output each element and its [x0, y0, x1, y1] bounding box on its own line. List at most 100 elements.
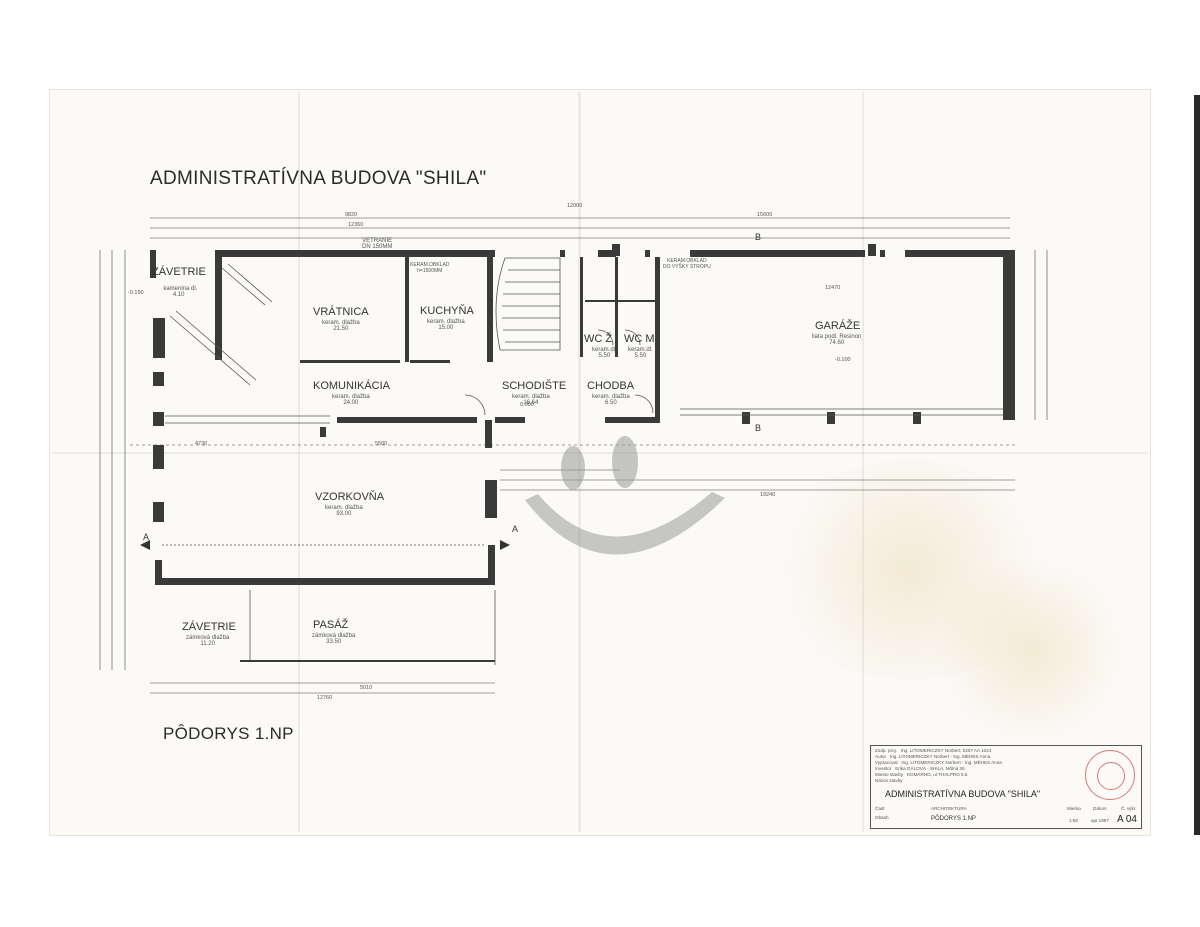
room-area-kuchyna: keram. dlažba 15.00 [427, 319, 465, 331]
column [913, 412, 921, 424]
room-area-pasaz: zámková dlažba 33.50 [312, 633, 356, 645]
wall [150, 250, 156, 278]
dimension-text: 9820 [345, 212, 358, 218]
dimension-text: 4730 [195, 441, 208, 447]
title-block-project: ADMINISTRATÍVNA BUDOVA "SHILA" [885, 789, 1041, 799]
column [153, 318, 165, 358]
watermark-smile [525, 492, 725, 555]
wall [240, 660, 495, 662]
room-label-garaze: GARÁŽE [815, 320, 861, 332]
title-block-no-label: Č. výkr. [1121, 806, 1137, 811]
level-mark: -0.150 [128, 290, 144, 296]
dimension-text: 19240 [760, 492, 776, 498]
room-label-zavetrie-1: ZÁVETRIE [152, 266, 206, 278]
fold-line [862, 92, 864, 832]
title-block-scale: 1:50 [1069, 818, 1078, 823]
title-block-sheet-number: A 04 [1116, 814, 1137, 825]
wall [337, 417, 477, 423]
watermark [525, 436, 725, 555]
title-block-row: Zodp. proj. Ing. LITOMERICZKY Norbert, 0… [875, 748, 992, 753]
staircase-outline [495, 257, 561, 351]
wall [300, 360, 400, 363]
glazing-line [175, 310, 257, 381]
wall [410, 360, 450, 363]
column [868, 244, 876, 256]
stamp-seal [1097, 762, 1125, 790]
title-block-row: Investor Erika GÁLOVÁ - SHILA, Môlná 36 [875, 766, 965, 771]
room-label-zavetrie-2: ZÁVETRIE [182, 621, 236, 633]
door-swing [597, 329, 614, 346]
level-mark: -0.100 [835, 357, 851, 363]
floor-plan-title: PÔDORYS 1.NP [163, 724, 294, 743]
dimension-text: 5010 [360, 685, 373, 691]
wall [155, 578, 495, 585]
dimension-text: 15600 [757, 212, 773, 218]
wall [655, 257, 660, 417]
section-arrow [140, 540, 150, 550]
fold-line [298, 92, 300, 832]
room-area-zavetrie-2: zámková dlažba 11.20 [186, 635, 230, 647]
column [153, 372, 164, 386]
dimension-text: 5500 [375, 441, 388, 447]
title-block-row: Miesto stavby KOMÁRNO, ul.THALPRO 5.5 [875, 772, 968, 777]
title-block-scale-label: Mierka [1067, 806, 1081, 811]
title-block-row: Vypracoval Ing. LITOMERICZKY Norbert - I… [875, 760, 1002, 765]
fold-line [52, 452, 1147, 454]
title-block-row: Názov stavby [875, 778, 903, 783]
note-tiles-wc: KERAM.OBKLAD DO VÝŠKY STROPU [663, 258, 711, 270]
room-label-wc-z: WC Ž [584, 333, 613, 345]
wall [488, 545, 495, 585]
wall [485, 420, 492, 448]
level-mark: 0.000 [520, 402, 534, 408]
wall [560, 250, 565, 257]
room-area-wc-z: keram.dl. 5.50 [592, 347, 617, 359]
wall [598, 250, 616, 257]
wall [405, 257, 409, 362]
room-label-wc-m: WC M [624, 333, 655, 345]
column [153, 412, 164, 426]
wall [215, 250, 495, 257]
room-label-vzorkovna: VZORKOVŇA [315, 491, 385, 503]
watermark-eye [561, 446, 585, 490]
paper-stain [760, 460, 1060, 680]
watermark-eye [612, 436, 638, 488]
room-area-vratnica: keram. dlažba 21.50 [322, 320, 360, 332]
section-marker-a-right: A [512, 524, 519, 534]
title-block-row: Autor Ing. LITOMERICZKY Norbert - Ing. M… [875, 754, 991, 759]
dimension-text: 12760 [317, 695, 333, 701]
wall [1003, 250, 1015, 420]
title-block-date: apr.1997 [1091, 818, 1109, 823]
section-marker-a-left: A [143, 532, 150, 542]
section-marker-b-bottom: B [755, 423, 762, 433]
room-area-zavetrie-1: kamenina dl. 4.10 [163, 286, 198, 298]
room-area-garaze: liata podl. Resinon 74.60 [812, 334, 862, 346]
wall [615, 257, 618, 357]
drawing-sheet [50, 90, 1150, 835]
dimension-text: 12470 [825, 285, 841, 291]
room-area-wc-m: keram.dl. 5.50 [628, 347, 653, 359]
room-label-kuchyna: KUCHYŇA [420, 305, 474, 317]
column [485, 480, 497, 518]
room-label-schodiste: SCHODIŠTE [502, 380, 567, 392]
note-tiles-kitchen: KERAM.OBKLAD h=1500MM [410, 262, 450, 274]
wall [645, 250, 650, 257]
column [742, 412, 750, 424]
wall [585, 300, 655, 302]
glazing-line [227, 263, 273, 303]
room-label-pasaz: PASÁŽ [313, 619, 349, 631]
room-area-vzorkovna: keram. dlažba 93.00 [325, 505, 363, 517]
door-swing [624, 329, 641, 346]
wall [880, 250, 885, 257]
title-block-part: ARCHITEKTÚRA [931, 806, 967, 811]
sheet-shadow-edge [1194, 95, 1200, 835]
wall [580, 257, 583, 357]
title-block-part-label: Časť [875, 806, 885, 811]
dimension-text: 12360 [348, 222, 364, 228]
room-label-vratnica: VRÁTNICA [313, 306, 369, 318]
glazing-line [169, 315, 251, 386]
door-swing [464, 394, 486, 416]
wall [905, 250, 1015, 257]
authorization-stamp [1085, 750, 1135, 800]
walls [150, 244, 1015, 662]
